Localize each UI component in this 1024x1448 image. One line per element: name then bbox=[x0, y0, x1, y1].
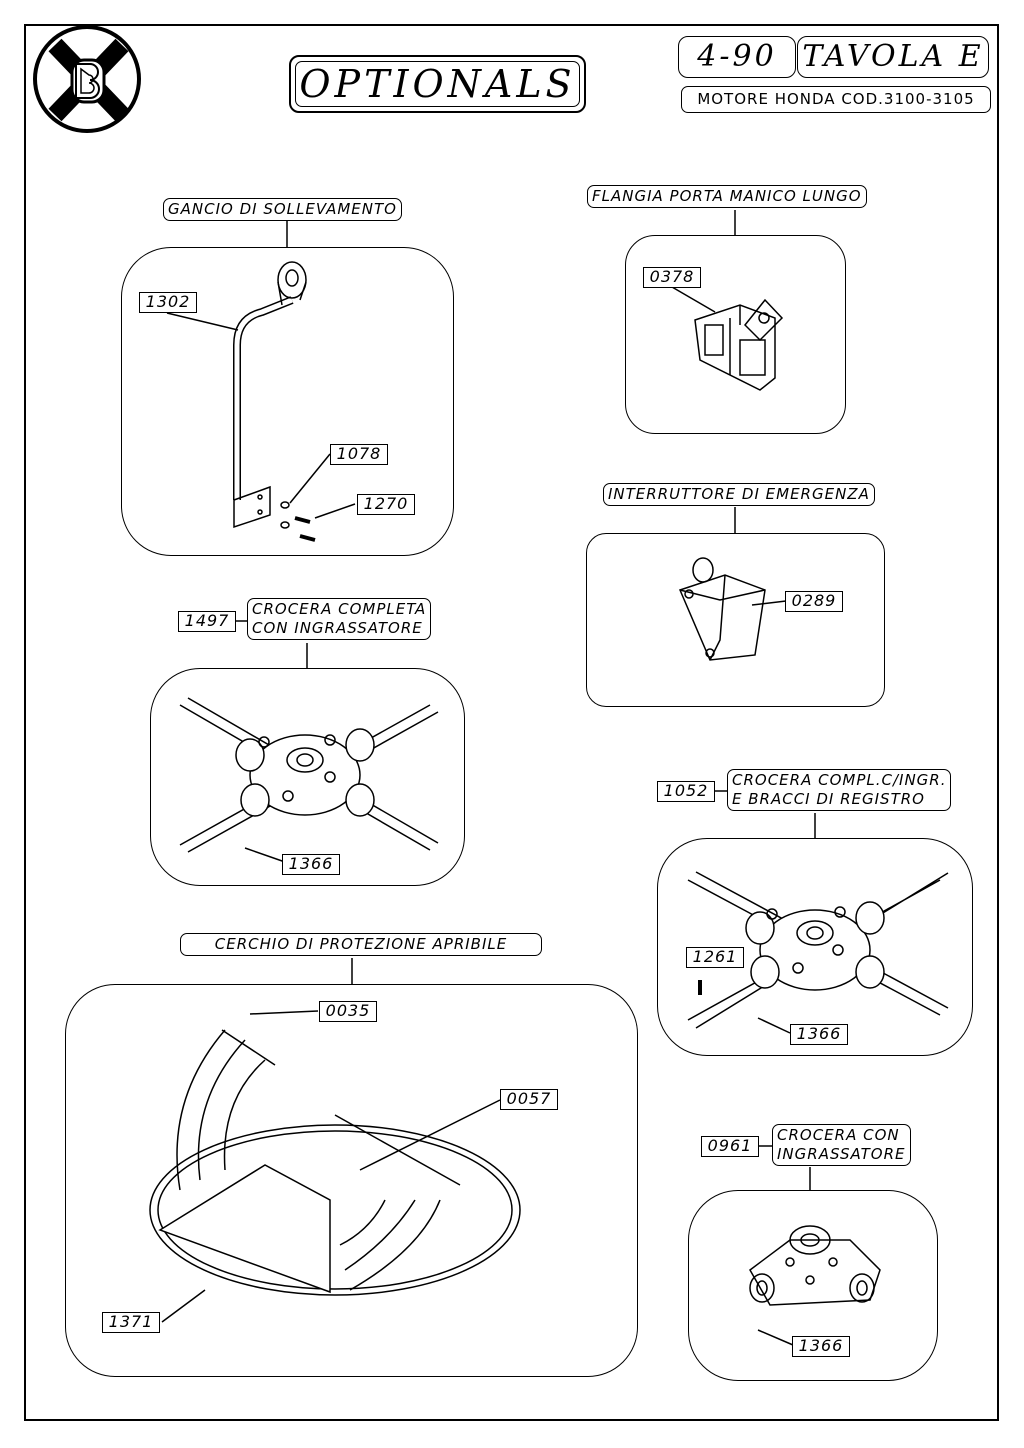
section-label: CERCHIO DI PROTEZIONE APRIBILE bbox=[180, 933, 542, 956]
protective-ring-drawing bbox=[149, 1010, 521, 1323]
label-line: CROCERA COMPLETA bbox=[252, 600, 427, 618]
cross-assembly-1052-drawing bbox=[687, 871, 949, 1034]
part-number: 1366 bbox=[790, 1024, 848, 1045]
panel-flange bbox=[625, 235, 846, 434]
panel-lifting-hook bbox=[121, 247, 454, 556]
panel-emergency-switch bbox=[586, 533, 885, 707]
part-number: 0035 bbox=[319, 1001, 377, 1022]
panel-protective-ring bbox=[65, 984, 638, 1377]
section-label: FLANGIA PORTA MANICO LUNGO bbox=[587, 185, 867, 208]
section-code: 1052 bbox=[657, 781, 715, 802]
drawing-frame bbox=[24, 24, 999, 1421]
part-number: 1078 bbox=[330, 444, 388, 465]
brand-logo bbox=[33, 25, 141, 133]
part-number: 1261 bbox=[686, 947, 744, 968]
emergency-switch-drawing bbox=[678, 557, 787, 661]
lifting-hook-drawing bbox=[166, 261, 356, 542]
label-line: CROCERA COMPL.C/INGR. bbox=[732, 771, 947, 789]
part-number: 1371 bbox=[102, 1312, 160, 1333]
label-line: INGRASSATORE bbox=[777, 1145, 906, 1163]
part-number: 1302 bbox=[139, 292, 197, 313]
section-label: CROCERA COMPLETA CON INGRASSATORE bbox=[247, 598, 432, 640]
part-number: 1270 bbox=[357, 494, 415, 515]
panel-cross-1497 bbox=[150, 668, 465, 886]
section-code: 1497 bbox=[178, 611, 236, 632]
table-code: 4-90 bbox=[678, 36, 796, 78]
part-number: 0057 bbox=[500, 1089, 558, 1110]
part-number: 1366 bbox=[792, 1336, 850, 1357]
page-title: OPTIONALS bbox=[295, 61, 580, 107]
flange-drawing bbox=[671, 286, 784, 391]
cross-assembly-1497-drawing bbox=[179, 697, 439, 863]
page-title-box: OPTIONALS bbox=[289, 55, 586, 113]
cross-0961-drawing bbox=[749, 1225, 881, 1346]
label-line: CON INGRASSATORE bbox=[252, 619, 423, 637]
table-name: TAVOLA E bbox=[797, 36, 989, 78]
section-label: GANCIO DI SOLLEVAMENTO bbox=[163, 198, 402, 221]
engine-subtitle: MOTORE HONDA COD.3100-3105 bbox=[681, 86, 991, 113]
part-number: 0378 bbox=[643, 267, 701, 288]
part-number: 1366 bbox=[282, 854, 340, 875]
panel-cross-0961 bbox=[688, 1190, 938, 1381]
panel-cross-1052 bbox=[657, 838, 973, 1056]
label-line: CROCERA CON bbox=[777, 1126, 900, 1144]
section-label: CROCERA COMPL.C/INGR. E BRACCI DI REGIST… bbox=[727, 769, 952, 811]
section-label: INTERRUTTORE DI EMERGENZA bbox=[603, 483, 875, 506]
section-label: CROCERA CON INGRASSATORE bbox=[772, 1124, 911, 1166]
part-number: 0289 bbox=[785, 591, 843, 612]
label-line: E BRACCI DI REGISTRO bbox=[732, 790, 925, 808]
section-code: 0961 bbox=[701, 1136, 759, 1157]
